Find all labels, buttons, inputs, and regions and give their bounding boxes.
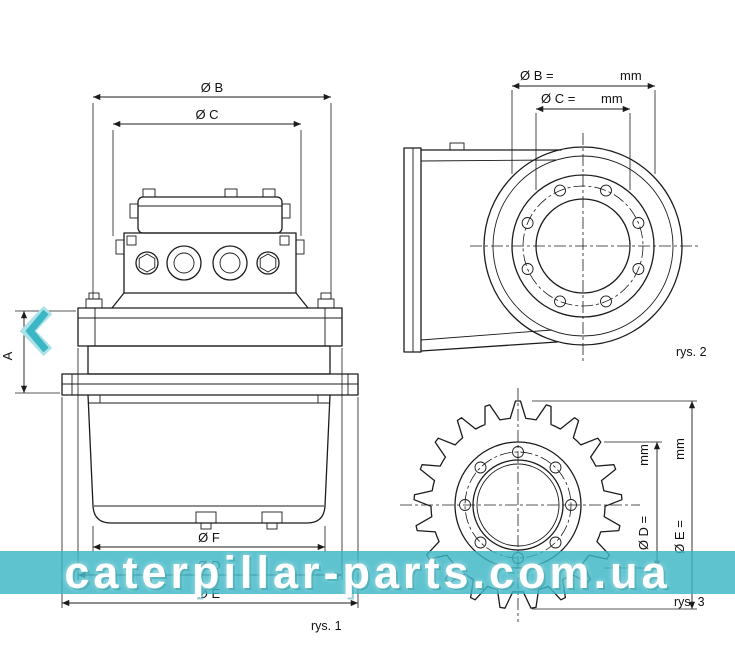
carousel-prev-button[interactable]: [19, 305, 53, 357]
fig3-dim-d-label: Ø D =: [636, 516, 651, 550]
bolt-hole: [554, 295, 566, 308]
fig1-dim-a-label: A: [0, 351, 15, 360]
fig2-dim-b-unit: mm: [620, 68, 642, 83]
hex-plug-left: [135, 251, 159, 275]
fig1-drum-housing: [87, 394, 331, 530]
bolt-hole: [549, 461, 562, 474]
fig3-dim-e-label: Ø E =: [672, 520, 687, 554]
fig2-housing-outline: [403, 133, 700, 362]
fig2-caption: rys. 2: [676, 345, 707, 359]
bolt-hole: [521, 263, 534, 275]
fig2-housing-side-view: Ø B = mm Ø C = mm rys. 2: [403, 68, 707, 362]
fig1-dim-b-label: Ø B: [201, 80, 223, 95]
bolt-hole: [632, 217, 645, 229]
bolt-hole: [474, 536, 487, 549]
fig2-dim-c-unit: mm: [601, 91, 623, 106]
hydraulic-port-right: [212, 245, 248, 281]
bolt-hole: [600, 295, 612, 308]
bolt-hole: [632, 263, 645, 275]
watermark-banner: caterpillar-parts.com.ua: [0, 547, 735, 598]
fig2-dimensions: Ø B = mm Ø C = mm: [511, 68, 656, 190]
fig3-dim-d-unit: mm: [636, 444, 651, 466]
bolt-hole: [521, 217, 534, 229]
bolt-hole: [474, 461, 487, 474]
fig2-bolt-holes: [521, 184, 645, 308]
hex-plug-right: [256, 251, 280, 275]
bolt-hole: [549, 536, 562, 549]
fig2-dim-c-label: Ø C =: [541, 91, 575, 106]
bolt-hole: [600, 184, 612, 197]
fig1-caption: rys. 1: [311, 619, 342, 633]
fig1-valve-block: [111, 232, 309, 309]
fig1-dim-f-label: Ø F: [198, 530, 220, 545]
fig3-caption: rys. 3: [674, 595, 705, 609]
watermark-text: caterpillar-parts.com.ua: [64, 547, 671, 598]
bolt-hole: [554, 184, 566, 197]
fig1-top-cover: [129, 188, 291, 234]
fig2-dim-b-label: Ø B =: [520, 68, 554, 83]
fig1-dimensions: Ø B Ø C A Ø F Ø D: [0, 80, 359, 608]
fig1-mounting-flange: [61, 292, 359, 396]
hydraulic-port-left: [166, 245, 202, 281]
chevron-left-icon-inner: [25, 309, 49, 353]
fig3-dim-e-unit: mm: [672, 438, 687, 460]
fig1-dim-c-label: Ø C: [195, 107, 218, 122]
